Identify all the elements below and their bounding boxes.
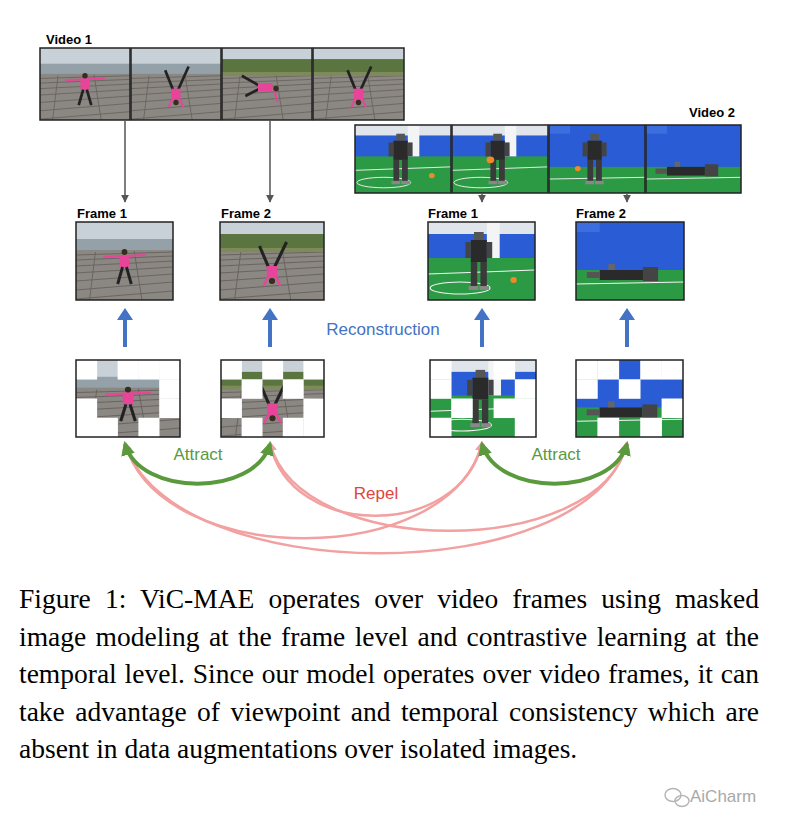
- reconstruction-arrow: [117, 308, 635, 347]
- node-heading: Frame 1: [77, 206, 127, 222]
- frame-node: Frame 2: [576, 204, 684, 300]
- frame-node: Video 2: [355, 103, 741, 193]
- frame-sampling-arrow: [626, 194, 628, 202]
- figure-caption: Figure 1: ViC-MAE operates over video fr…: [19, 580, 759, 768]
- attract-label: Attract: [158, 445, 238, 465]
- frame-sampling-arrow: [269, 121, 271, 202]
- video-strip: [40, 48, 404, 120]
- frame-node: Video 1: [40, 30, 405, 120]
- attract-curve: [125, 444, 627, 484]
- masked-image: [76, 360, 683, 437]
- watermark: AiCharm: [690, 787, 780, 807]
- frame-node: Frame 2: [220, 204, 324, 300]
- frame-node: Frame 1: [428, 204, 535, 300]
- frame-node: Frame 1: [76, 204, 173, 300]
- stage-label: Reconstruction: [313, 320, 453, 340]
- repel-curve: [125, 443, 627, 553]
- node-heading: Frame 1: [428, 206, 478, 222]
- repel-label: Repel: [346, 484, 406, 504]
- frame-sampling-arrow: [481, 194, 483, 202]
- watermark-icon: [665, 789, 689, 807]
- frame-image: [76, 222, 684, 300]
- node-heading: Video 1: [46, 32, 92, 48]
- node-heading: Frame 2: [221, 206, 271, 222]
- node-heading: Video 2: [689, 105, 735, 121]
- attract-label: Attract: [516, 445, 596, 465]
- video-strip: [355, 125, 741, 193]
- frame-sampling-arrow: [124, 121, 126, 202]
- node-heading: Frame 2: [576, 206, 626, 222]
